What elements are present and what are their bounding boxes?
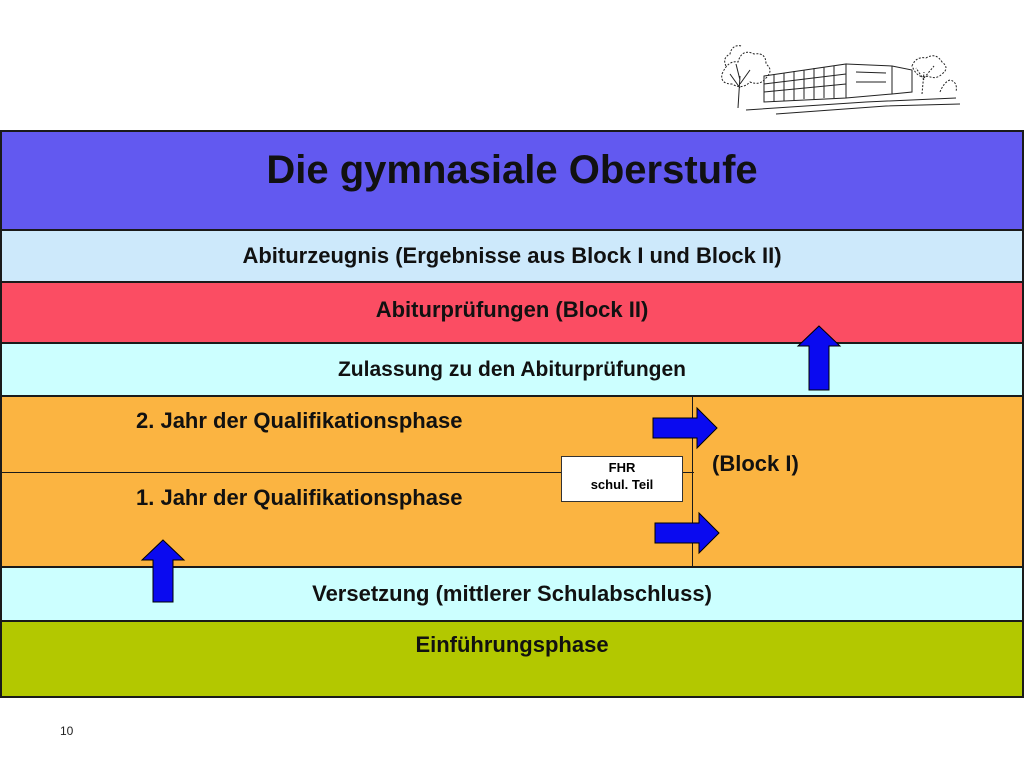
arrow-up-icon [140,539,186,603]
row-zulassung-label: Zulassung zu den Abiturprüfungen [337,357,687,381]
arrow-right-icon [652,406,718,450]
arrow-right-icon [654,511,720,555]
fhr-box: FHR schul. Teil [561,456,683,502]
row-abiturzeugnis-label: Abiturzeugnis (Ergebnisse aus Block I un… [242,243,782,268]
divider-vertical [692,395,693,568]
fhr-label: FHR [608,460,636,475]
row-zulassung: Zulassung zu den Abiturprüfungen [0,342,1024,397]
block-1-label: (Block I) [712,451,799,476]
qual-year-1-label: 1. Jahr der Qualifikationsphase [136,485,463,510]
page-title: Die gymnasiale Oberstufe [266,148,758,192]
divider-horizontal [0,472,694,473]
row-abiturzeugnis: Abiturzeugnis (Ergebnisse aus Block I un… [0,229,1024,283]
arrow-up-icon [796,325,842,391]
row-abiturpruefungen: Abiturprüfungen (Block II) [0,281,1024,344]
title-band: Die gymnasiale Oberstufe [0,130,1024,231]
slide-number: 10 [60,724,74,738]
row-abiturpruefungen-label: Abiturprüfungen (Block II) [375,297,649,322]
fhr-sublabel: schul. Teil [590,477,654,492]
row-versetzung-label: Versetzung (mittlerer Schulabschluss) [312,581,712,606]
qualification-block [0,395,1024,568]
row-einfuehrung: Einführungsphase [0,620,1024,698]
row-einfuehrung-label: Einführungsphase [415,632,609,657]
school-building-sketch [721,45,961,115]
qual-year-2-label: 2. Jahr der Qualifikationsphase [136,408,463,433]
